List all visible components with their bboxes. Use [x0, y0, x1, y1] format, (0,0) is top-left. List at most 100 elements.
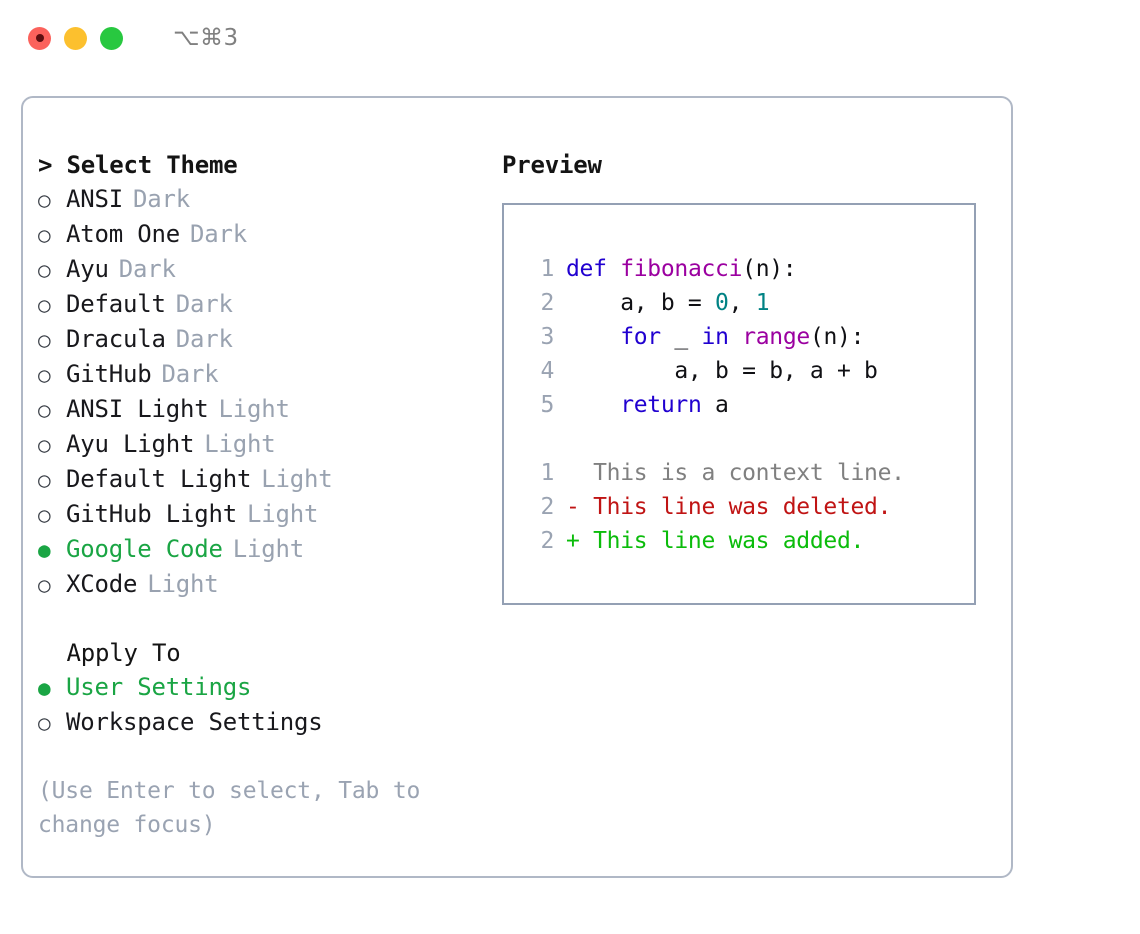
- option-row[interactable]: ○ Default Light Light: [38, 462, 488, 497]
- code-line: 2 + This line was added.: [520, 524, 905, 558]
- option-row[interactable]: ○ Ayu Dark: [38, 252, 488, 287]
- option-label: GitHub: [66, 360, 152, 388]
- option-variant-tag: Dark: [133, 185, 190, 213]
- code-token: return: [620, 392, 702, 418]
- code-token: in: [701, 324, 729, 350]
- code-token: def: [566, 256, 621, 282]
- option-label: GitHub Light: [66, 500, 237, 528]
- apply-to-header: Apply To: [38, 639, 181, 667]
- option-label: Default: [66, 290, 166, 318]
- select-theme-header: > Select Theme: [38, 151, 238, 179]
- option-label: User Settings: [66, 673, 252, 701]
- line-number: 2: [540, 290, 554, 316]
- code-text: def fibonacci(n):: [566, 252, 797, 286]
- code-text: This is a context line.: [566, 456, 905, 490]
- radio-unselected-icon: ○: [38, 433, 51, 457]
- code-text: a, b = b, a + b: [566, 354, 878, 388]
- radio-unselected-icon: ○: [38, 363, 51, 387]
- radio-unselected-icon: ○: [38, 573, 51, 597]
- code-token: a: [701, 392, 729, 418]
- window-controls: [28, 26, 123, 50]
- option-row[interactable]: ○ GitHub Light Light: [38, 497, 488, 532]
- radio-unselected-icon: ○: [38, 328, 51, 352]
- keyboard-shortcut-label: ⌥⌘3: [173, 25, 239, 51]
- code-token: (n):: [809, 324, 865, 350]
- line-number: 2: [540, 528, 554, 554]
- apply-to-option-list: ● User Settings ○Workspace Settings: [38, 670, 488, 740]
- preview-title: Preview: [502, 151, 602, 179]
- option-variant-tag: Dark: [190, 220, 247, 248]
- code-line: 4 a, b = b, a + b: [520, 354, 905, 388]
- radio-selected-icon: ●: [38, 676, 51, 700]
- option-row[interactable]: ○Workspace Settings: [38, 705, 488, 740]
- option-row[interactable]: ○ Dracula Dark: [38, 322, 488, 357]
- code-line: 2 - This line was deleted.: [520, 490, 905, 524]
- code-line: 2 a, b = 0, 1: [520, 286, 905, 320]
- option-variant-tag: Dark: [175, 325, 233, 353]
- code-token: range: [742, 324, 810, 350]
- code-token: a, b =: [566, 290, 716, 316]
- keyboard-hint-text: (Use Enter to select, Tab to change focu…: [38, 778, 421, 838]
- radio-unselected-icon: ○: [38, 398, 51, 422]
- code-text: for _ in range(n):: [566, 320, 864, 354]
- line-number: 4: [540, 358, 554, 384]
- option-row[interactable]: ● User Settings: [38, 670, 488, 705]
- section-spacer: [38, 602, 488, 636]
- code-line: 3 for _ in range(n):: [520, 320, 905, 354]
- option-label: Atom One: [66, 220, 180, 248]
- line-number: 2: [540, 494, 554, 520]
- option-variant-tag: Light: [261, 465, 333, 493]
- code-token: _: [660, 324, 702, 350]
- option-label: ANSI Light: [66, 395, 209, 423]
- recording-dot-icon: [35, 34, 44, 42]
- code-token: ,: [728, 290, 756, 316]
- option-variant-tag: Light: [232, 535, 304, 563]
- option-label: Default Light: [66, 465, 252, 493]
- radio-unselected-icon: ○: [38, 503, 51, 527]
- title-bar: ⌥⌘3: [0, 0, 1140, 76]
- hint-spacer: [38, 740, 488, 774]
- code-line: 5 return a: [520, 388, 905, 422]
- radio-unselected-icon: ○: [38, 188, 51, 212]
- code-token: a, b = b, a + b: [566, 358, 878, 384]
- option-row[interactable]: ● Google Code Light: [38, 532, 488, 567]
- code-line: 1 This is a context line.: [520, 456, 905, 490]
- code-text: + This line was added.: [566, 524, 864, 558]
- option-variant-tag: Light: [147, 570, 219, 598]
- code-token: + This line was added.: [566, 528, 865, 554]
- minimize-button[interactable]: [64, 26, 87, 50]
- line-number: 1: [540, 460, 554, 486]
- option-label: ANSI: [66, 185, 123, 213]
- code-text: - This line was deleted.: [566, 490, 891, 524]
- radio-selected-icon: ●: [38, 538, 51, 562]
- radio-unselected-icon: ○: [38, 468, 51, 492]
- close-button[interactable]: [28, 26, 51, 50]
- option-label: Ayu: [66, 255, 109, 283]
- option-label: Dracula: [66, 325, 166, 353]
- option-label: Workspace Settings: [66, 708, 323, 736]
- code-token: [729, 324, 743, 350]
- maximize-button[interactable]: [100, 26, 123, 50]
- option-row[interactable]: ○ ANSI Dark: [38, 182, 488, 217]
- code-text: return a: [566, 388, 729, 422]
- code-token: [566, 324, 620, 350]
- option-variant-tag: Light: [247, 500, 319, 528]
- code-token: (n):: [742, 256, 797, 282]
- code-token: fibonacci: [620, 256, 743, 282]
- option-label: Google Code: [66, 535, 223, 563]
- option-variant-tag: Dark: [118, 255, 176, 283]
- code-text: a, b = 0, 1: [566, 286, 769, 320]
- line-number: 3: [540, 324, 554, 350]
- radio-unselected-icon: ○: [38, 258, 51, 282]
